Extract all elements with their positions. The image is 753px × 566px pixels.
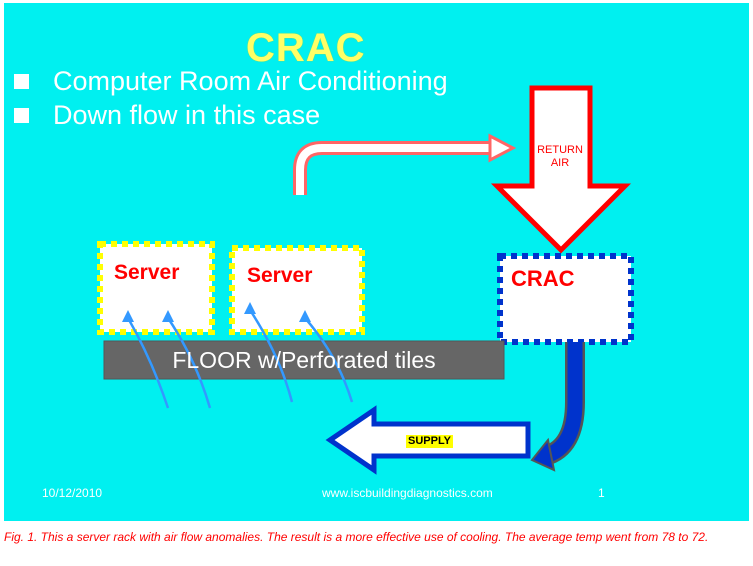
footer-page-number: 1 xyxy=(598,486,605,500)
supply-label: SUPPLY xyxy=(406,435,454,448)
air-flow-lines xyxy=(126,309,354,409)
crac-label: CRAC xyxy=(511,266,575,291)
bullet-square-icon xyxy=(14,74,29,89)
figure-caption: Fig. 1. This a server rack with air flow… xyxy=(4,530,709,544)
bullet-square-icon xyxy=(14,108,29,123)
crac-box xyxy=(497,253,634,345)
bullet-text: Down flow in this case xyxy=(53,100,321,130)
floor-bar xyxy=(103,340,505,380)
floor-label: FLOOR w/Perforated tiles xyxy=(172,347,436,373)
server-box-1 xyxy=(97,241,215,335)
server-box-2 xyxy=(229,245,365,335)
bullet-1: Computer Room Air Conditioning xyxy=(14,66,448,97)
return-path-arrow xyxy=(293,133,517,195)
footer-website: www.iscbuildingdiagnostics.com xyxy=(322,486,493,500)
slide-title: CRAC xyxy=(246,26,366,70)
server-label-1: Server xyxy=(114,261,180,284)
server-label-2: Server xyxy=(247,264,313,287)
return-air-label: RETURN AIR xyxy=(537,144,583,169)
bullet-text: Computer Room Air Conditioning xyxy=(53,66,448,96)
bullet-2: Down flow in this case xyxy=(14,100,320,131)
footer-date: 10/12/2010 xyxy=(42,486,103,500)
return-air-arrow xyxy=(490,85,632,254)
